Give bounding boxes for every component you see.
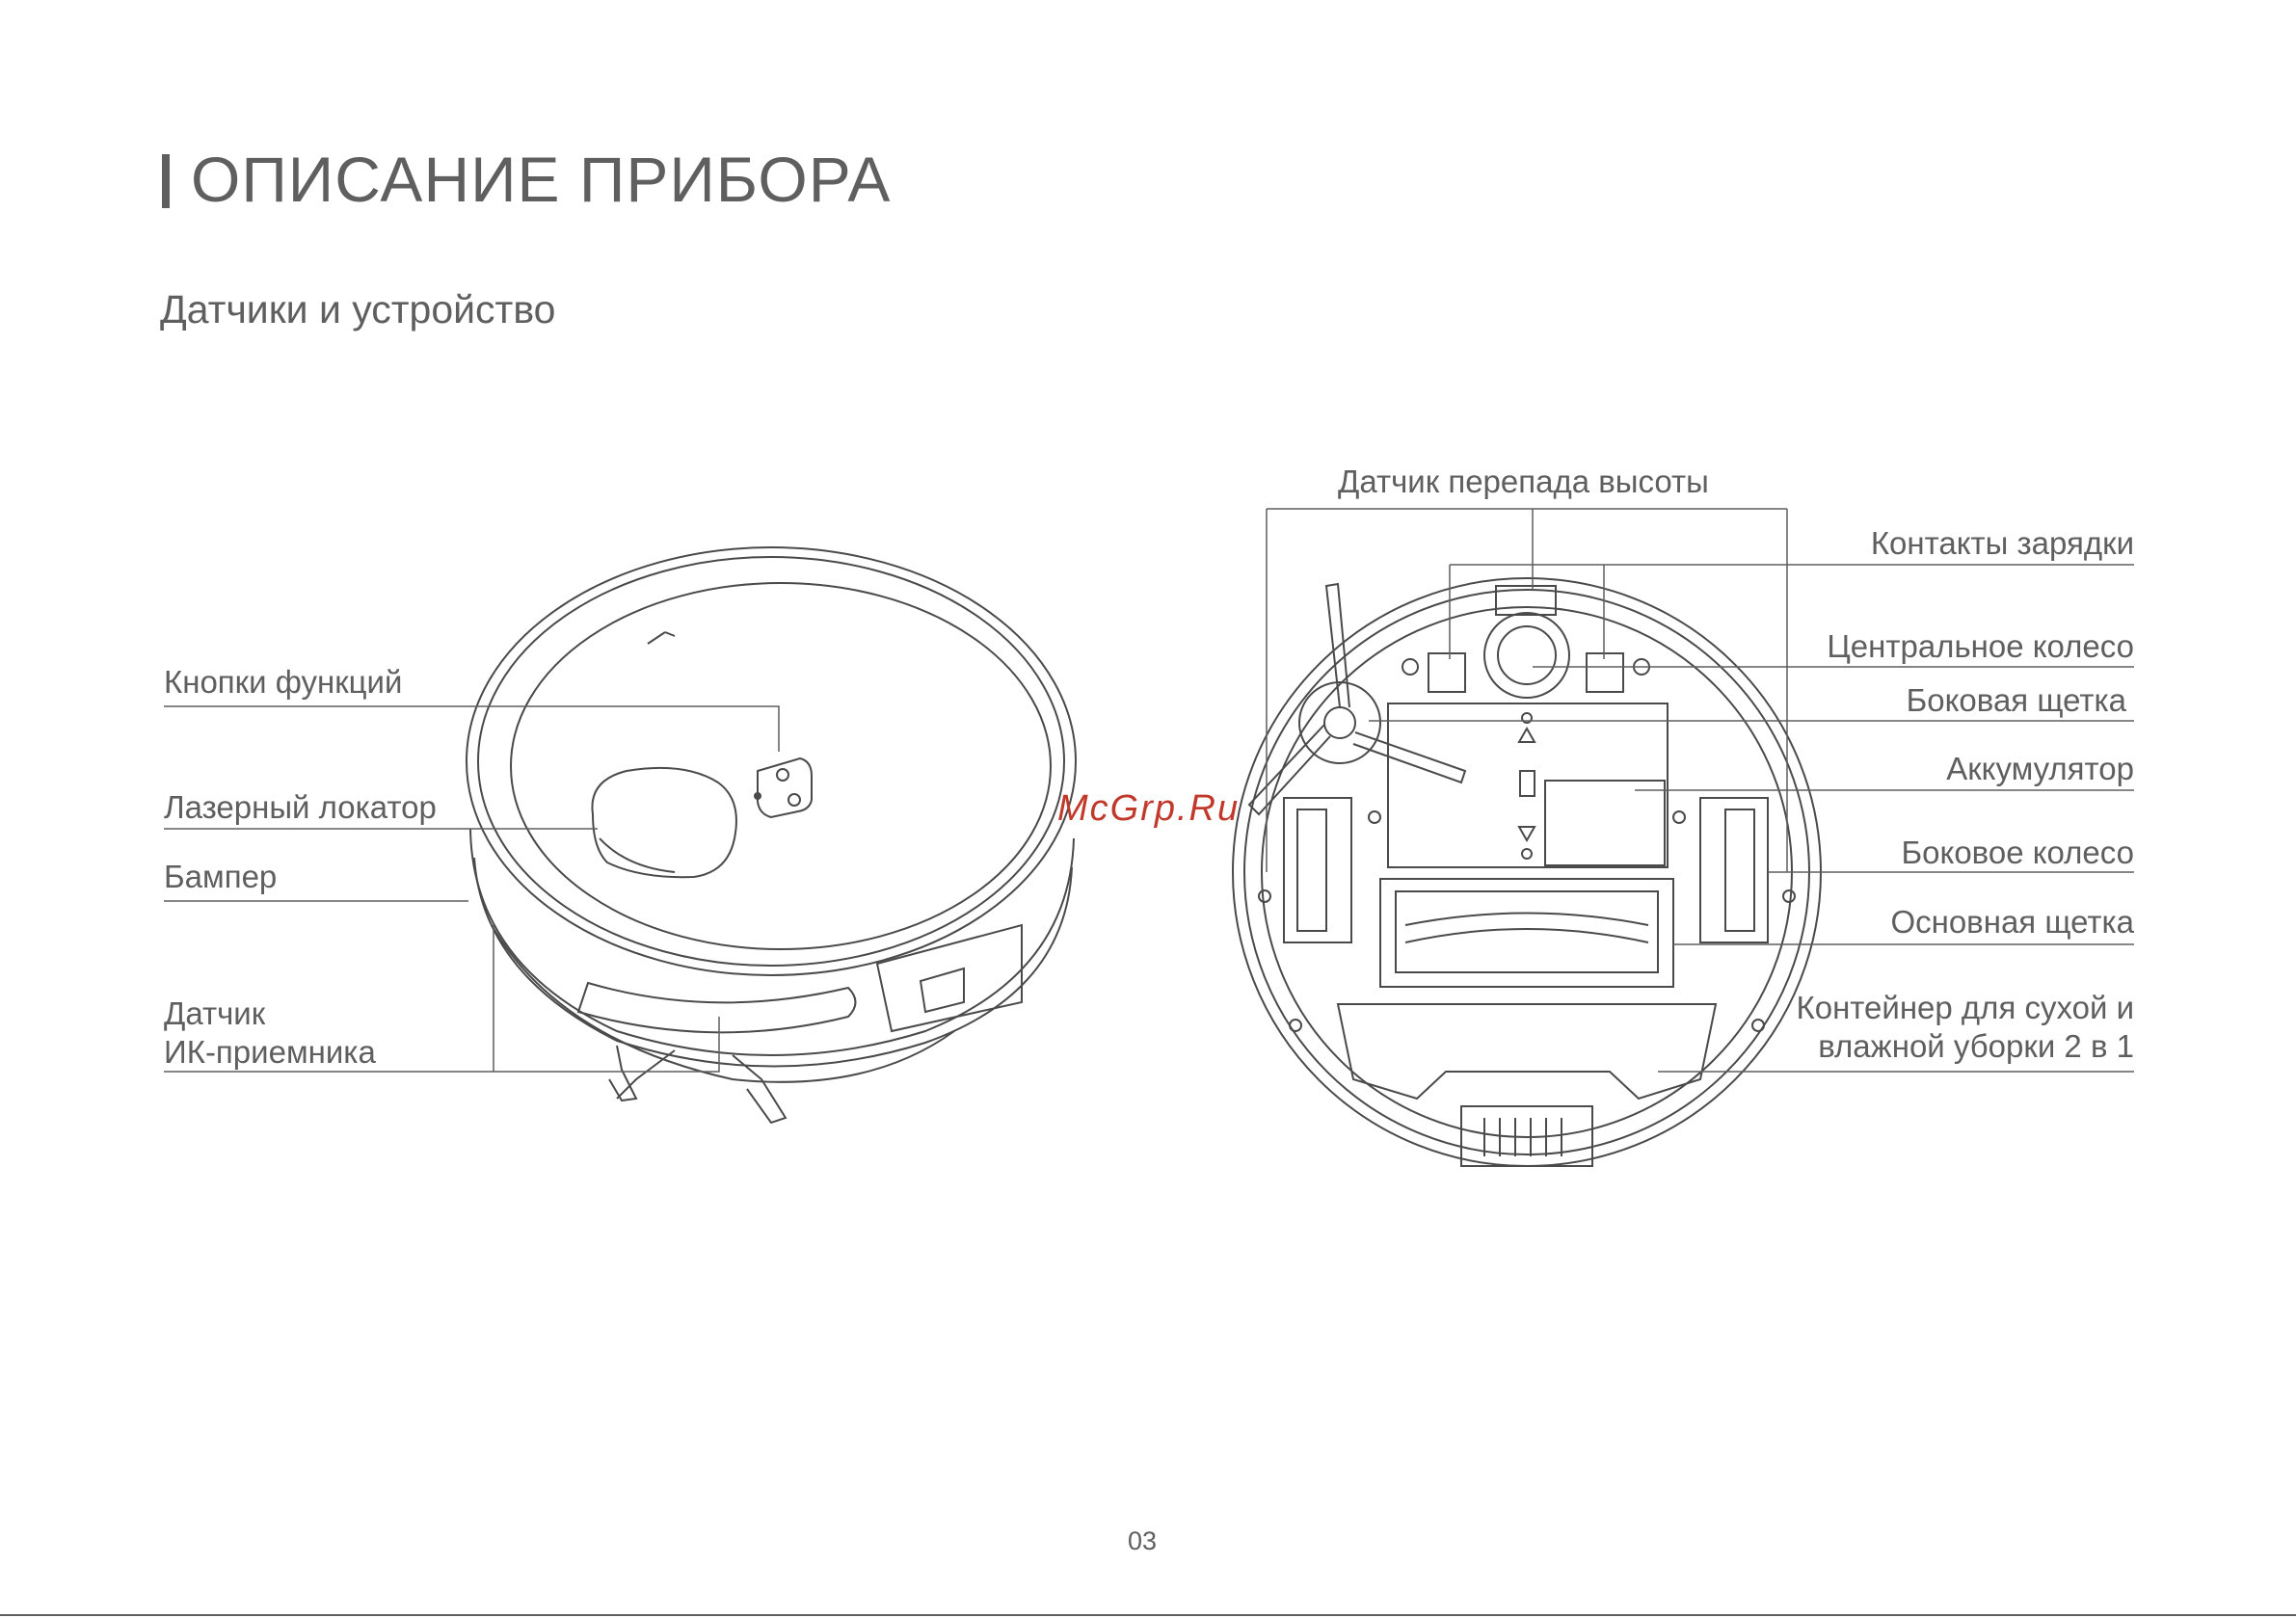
label-side-wheel: Боковое колесо [1902,834,2134,872]
label-container-line2: влажной уборки 2 в 1 [1818,1027,2134,1066]
label-bumper: Бампер [164,858,277,896]
label-cliff-sensor: Датчик перепада высоты [1338,463,1709,501]
label-side-brush: Боковая щетка [1907,681,2126,720]
label-function-buttons: Кнопки функций [164,663,402,702]
label-ir-sensor-line2: ИК-приемника [164,1033,376,1072]
label-center-wheel: Центральное колесо [1827,627,2134,666]
bottom-rule [0,1614,2296,1616]
label-main-brush: Основная щетка [1890,903,2134,942]
robot-top-view [467,547,1076,1123]
label-charging-contacts: Контакты зарядки [1871,524,2134,563]
label-laser-locator: Лазерный локатор [164,788,437,827]
label-ir-sensor-line1: Датчик [164,995,265,1033]
watermark-text: McGrp.Ru [1057,788,1240,830]
label-battery: Аккумулятор [1946,750,2134,788]
label-container-line1: Контейнер для сухой и [1797,989,2135,1027]
page-number: 03 [1128,1526,1157,1556]
